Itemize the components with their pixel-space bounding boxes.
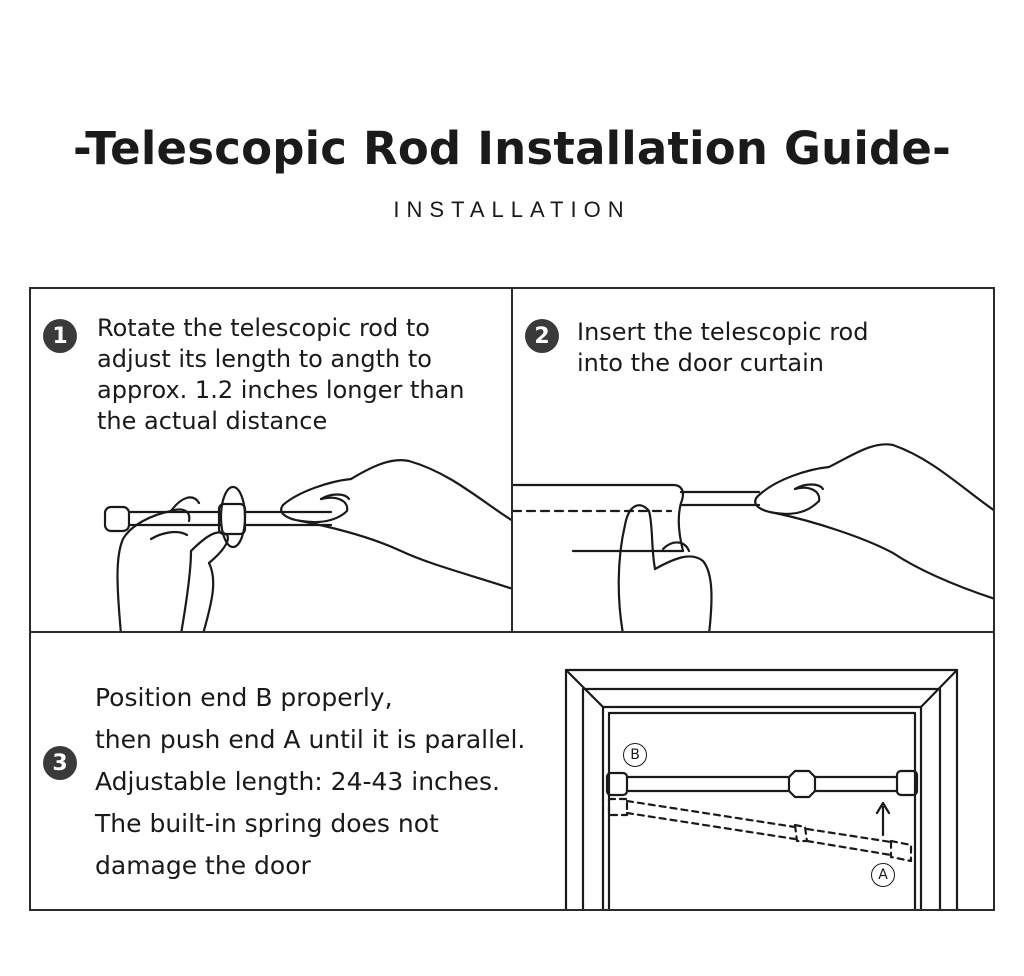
guide-subtitle: INSTALLATION (393, 197, 631, 222)
step-2-text: Insert the telescopic rod into the door … (577, 318, 869, 377)
step-1-text: Rotate the telescopic rod to adjust its … (97, 314, 465, 435)
rotate-rod-illustration (103, 459, 511, 631)
step-3-text: Position end B properly, then push end A… (95, 683, 526, 880)
end-b-label: B (623, 743, 647, 767)
step-2-badge: 2 (525, 319, 559, 353)
guide-title: -Telescopic Rod Installation Guide- (72, 122, 952, 175)
step-3-panel: 3 Position end B properly, then push end… (29, 631, 995, 911)
step-1-panel: 1 Rotate the telescopic rod to adjust it… (29, 287, 513, 633)
step-3-badge: 3 (43, 746, 77, 780)
end-a-label: A (871, 863, 895, 887)
step-1-badge: 1 (43, 319, 77, 353)
insert-rod-illustration (513, 443, 993, 631)
step-2-panel: 2 Insert the telescopic rod into the doo… (511, 287, 995, 633)
door-frame-illustration (564, 668, 959, 909)
